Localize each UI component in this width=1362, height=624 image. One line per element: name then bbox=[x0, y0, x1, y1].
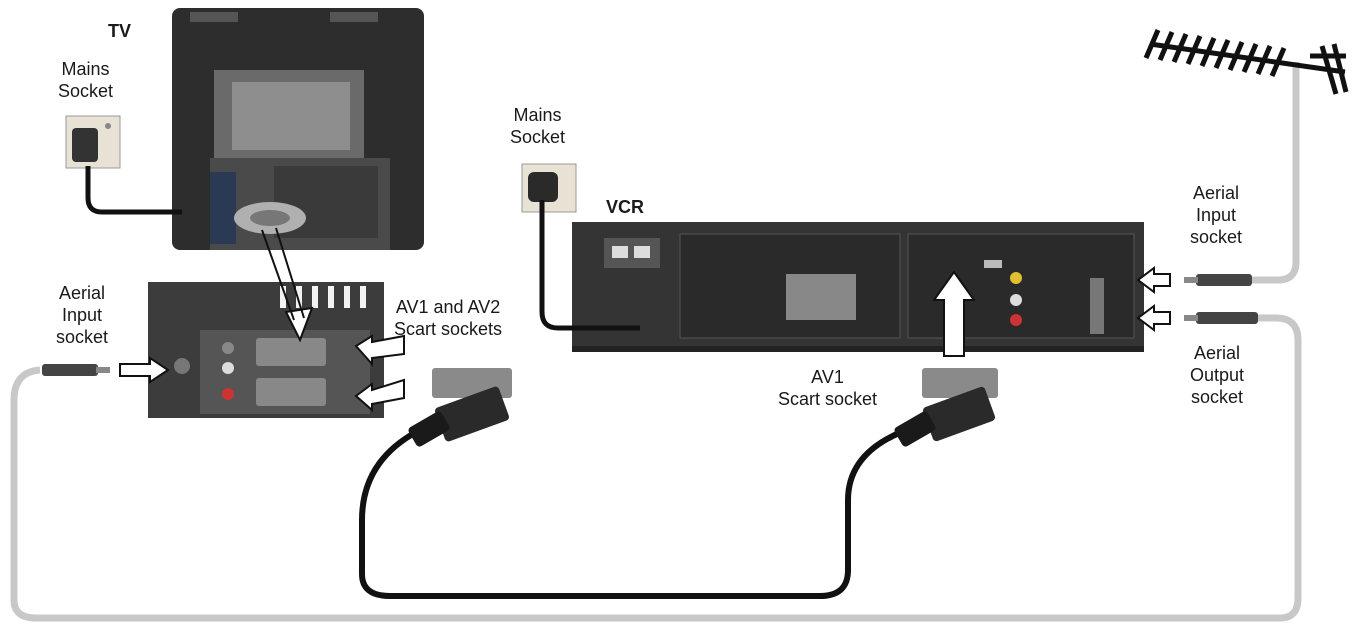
tv-set bbox=[172, 8, 424, 250]
aerial-cable-antenna-to-vcr-input bbox=[1250, 62, 1300, 284]
tv-aerial-arrow bbox=[119, 356, 170, 384]
vcr-mains-socket bbox=[521, 163, 577, 213]
scart-plug-right bbox=[894, 368, 998, 447]
scart-socket-arrows bbox=[354, 334, 405, 413]
zoom-arrow bbox=[261, 227, 314, 343]
vcr-aerial-input-plug bbox=[1184, 274, 1252, 286]
tv-power-cable bbox=[85, 166, 182, 215]
antenna bbox=[1143, 29, 1349, 95]
tv-mains-socket bbox=[65, 115, 121, 169]
tv-rear-panel bbox=[148, 282, 384, 418]
tv-aerial-plug bbox=[42, 364, 110, 376]
aerial-cable-tv-to-vcr-output bbox=[10, 314, 1302, 622]
vcr-aerial-input-arrow bbox=[1136, 266, 1171, 294]
av1-arrow bbox=[932, 270, 976, 357]
vcr-aerial-output-plug bbox=[1184, 312, 1258, 324]
scart-plug-left bbox=[408, 368, 512, 447]
tv-label: TV bbox=[108, 21, 132, 41]
vcr-power-cable bbox=[539, 200, 640, 331]
vcr-label: VCR bbox=[606, 197, 645, 217]
vcr bbox=[572, 222, 1144, 352]
vcr-aerial-output-arrow bbox=[1136, 304, 1171, 332]
scart-cable bbox=[359, 425, 913, 599]
